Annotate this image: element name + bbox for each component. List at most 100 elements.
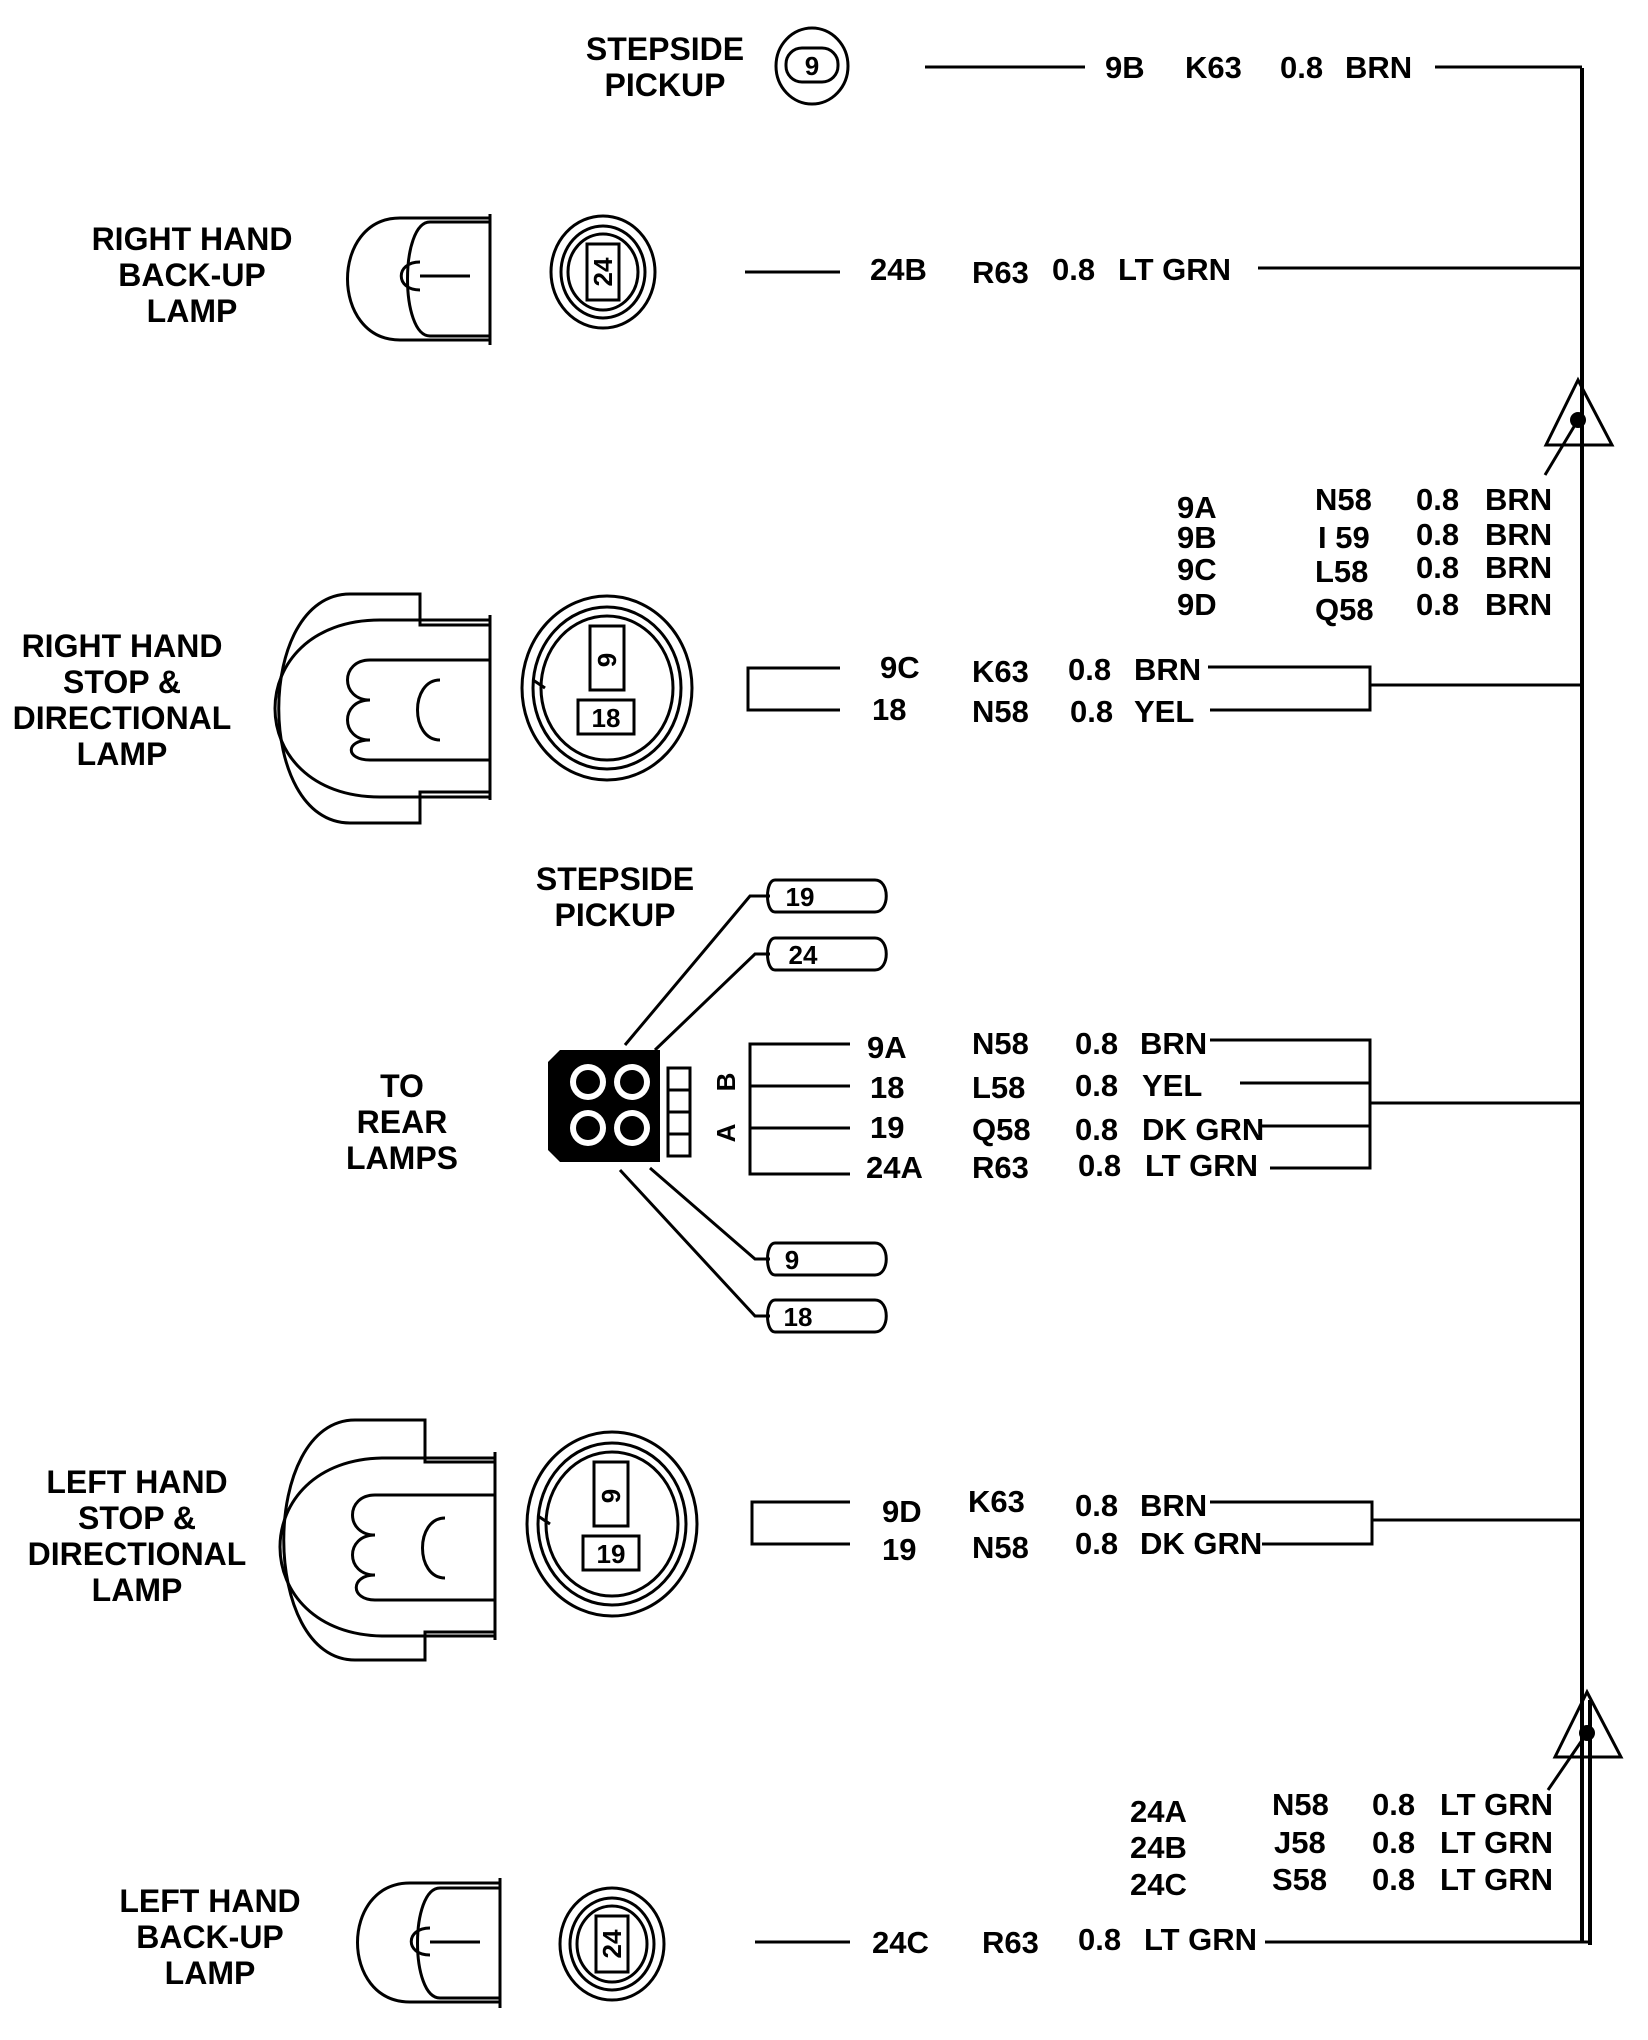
splice-brown-color: BRN: [1485, 482, 1552, 517]
splice-green-color: LT GRN: [1440, 1787, 1553, 1822]
to-rear-label-2: REAR: [357, 1104, 448, 1140]
rh-stop-pin-18: 18: [592, 703, 621, 733]
stepside-mid-label-2: PICKUP: [555, 897, 676, 933]
lh-stop-pin-9: 9: [596, 1489, 626, 1503]
splice-green-circuit: 24A: [1130, 1794, 1187, 1829]
wire-9a-color: BRN: [1140, 1026, 1207, 1061]
wire-9a-gauge: 0.8: [1075, 1026, 1118, 1061]
splice-green-color: LT GRN: [1440, 1825, 1553, 1860]
wire-24c-loc: R63: [982, 1925, 1039, 1960]
wire-19-rear-loc: Q58: [972, 1112, 1031, 1147]
splice-brown-color: BRN: [1485, 587, 1552, 622]
stepside-top-label-1: STEPSIDE: [586, 31, 744, 67]
splice-brown-loc: I 59: [1318, 520, 1370, 555]
wire-9b-circuit: 9B: [1105, 50, 1145, 85]
pigtail-tag-24: [653, 936, 888, 1052]
connector-side-b: B: [711, 1073, 741, 1092]
splice-green-gauge: 0.8: [1372, 1862, 1415, 1897]
splice-brown-color: BRN: [1485, 550, 1552, 585]
splice-brown-list: 9A N58 0.8 BRN 9B I 59 0.8 BRN 9C L58 0.…: [1177, 482, 1552, 627]
rh-stop-connector-icon: [520, 594, 694, 782]
rh-backup-pin: 24: [588, 257, 618, 286]
wire-9c-circuit: 9C: [880, 650, 920, 685]
splice-brown-circuit: 9A: [1177, 490, 1217, 525]
wire-9c-color: BRN: [1134, 652, 1201, 687]
wire-24a-color: LT GRN: [1145, 1148, 1258, 1183]
wire-19-rear-circuit: 19: [870, 1110, 904, 1145]
stepside-top-pin: 9: [805, 51, 819, 81]
wire-18-rear-circuit: 18: [870, 1070, 904, 1105]
lh-stop-label-4: LAMP: [92, 1572, 183, 1608]
wire-24b-gauge: 0.8: [1052, 252, 1095, 287]
splice-brown-loc: L58: [1315, 554, 1368, 589]
pigtail-tag-19: [623, 878, 888, 1046]
wire-18-rear-gauge: 0.8: [1075, 1068, 1118, 1103]
rh-stop-label-4: LAMP: [77, 736, 168, 772]
wire-24a-circuit: 24A: [866, 1150, 923, 1185]
wire-24c-gauge: 0.8: [1078, 1922, 1121, 1957]
splice-green-loc: J58: [1274, 1825, 1326, 1860]
rh-backup-label-3: LAMP: [147, 293, 238, 329]
lh-backup-label-1: LEFT HAND: [119, 1883, 300, 1919]
rear-lamp-connector-icon: [548, 1050, 692, 1162]
wire-18-rear-color: YEL: [1142, 1068, 1202, 1103]
rh-stop-label-1: RIGHT HAND: [22, 628, 223, 664]
wire-9d-gauge: 0.8: [1075, 1488, 1118, 1523]
wire-18-gauge: 0.8: [1070, 694, 1113, 729]
stepside-top-label-2: PICKUP: [605, 67, 726, 103]
lh-stop-lamp-icon: [278, 1418, 497, 1662]
rh-backup-label-1: RIGHT HAND: [92, 221, 293, 257]
lh-stop-bracket-right: [1210, 1500, 1374, 1546]
splice-green-icon: [1546, 1688, 1624, 1791]
pigtail-tag-18: [618, 1168, 888, 1334]
pigtail-pin-9: 9: [785, 1245, 799, 1275]
rh-stop-bracket-left: [746, 666, 840, 712]
wire-9c-gauge: 0.8: [1068, 652, 1111, 687]
splice-brown-color: BRN: [1485, 517, 1552, 552]
lh-backup-connector-icon: [558, 1886, 666, 2002]
pigtail-tag-9: [649, 1166, 888, 1277]
wire-9b-color: BRN: [1345, 50, 1412, 85]
to-rear-label-3: LAMPS: [346, 1140, 458, 1176]
splice-brown-loc: Q58: [1315, 592, 1374, 627]
wire-24b-color: LT GRN: [1118, 252, 1231, 287]
lh-backup-lamp-icon: [356, 1878, 502, 2008]
wire-18-color: YEL: [1134, 694, 1194, 729]
splice-green-loc: S58: [1272, 1862, 1327, 1897]
rh-stop-bracket-right: [1208, 665, 1372, 712]
lh-stop-label-3: DIRECTIONAL: [28, 1536, 247, 1572]
rh-stop-label-2: STOP &: [63, 664, 181, 700]
wire-9d-color: BRN: [1140, 1488, 1207, 1523]
wire-9d-circuit: 9D: [882, 1494, 922, 1529]
wire-9b-loc: K63: [1185, 50, 1242, 85]
splice-brown-circuit: 9C: [1177, 552, 1217, 587]
stepside-mid-label-1: STEPSIDE: [536, 861, 694, 897]
wire-24a-loc: R63: [972, 1150, 1029, 1185]
lh-backup-label-3: LAMP: [165, 1955, 256, 1991]
wire-18-circuit: 18: [872, 692, 906, 727]
wire-9b-gauge: 0.8: [1280, 50, 1323, 85]
wire-24c-circuit: 24C: [872, 1925, 929, 1960]
wire-9a-loc: N58: [972, 1026, 1029, 1061]
pigtail-pin-24: 24: [789, 940, 818, 970]
lh-backup-pin: 24: [597, 1929, 627, 1958]
rh-stop-lamp-icon: [273, 592, 492, 825]
rh-backup-lamp-icon: [346, 214, 492, 345]
splice-green-loc: N58: [1272, 1787, 1329, 1822]
lh-backup-label-2: BACK-UP: [136, 1919, 284, 1955]
splice-brown-gauge: 0.8: [1416, 587, 1459, 622]
wire-9c-loc: K63: [972, 654, 1029, 689]
stepside-top-connector-icon: [774, 26, 850, 106]
splice-brown-icon: [1543, 376, 1615, 476]
splice-brown-gauge: 0.8: [1416, 482, 1459, 517]
rear-bundle-left: [748, 1042, 850, 1176]
splice-green-gauge: 0.8: [1372, 1825, 1415, 1860]
wire-18-loc: N58: [972, 694, 1029, 729]
wire-19-gauge: 0.8: [1075, 1526, 1118, 1561]
wire-9a-circuit: 9A: [867, 1030, 907, 1065]
rh-stop-label-3: DIRECTIONAL: [13, 700, 232, 736]
wire-24b-loc: R63: [972, 255, 1029, 290]
splice-brown-gauge: 0.8: [1416, 550, 1459, 585]
splice-green-circuit: 24B: [1130, 1830, 1187, 1865]
